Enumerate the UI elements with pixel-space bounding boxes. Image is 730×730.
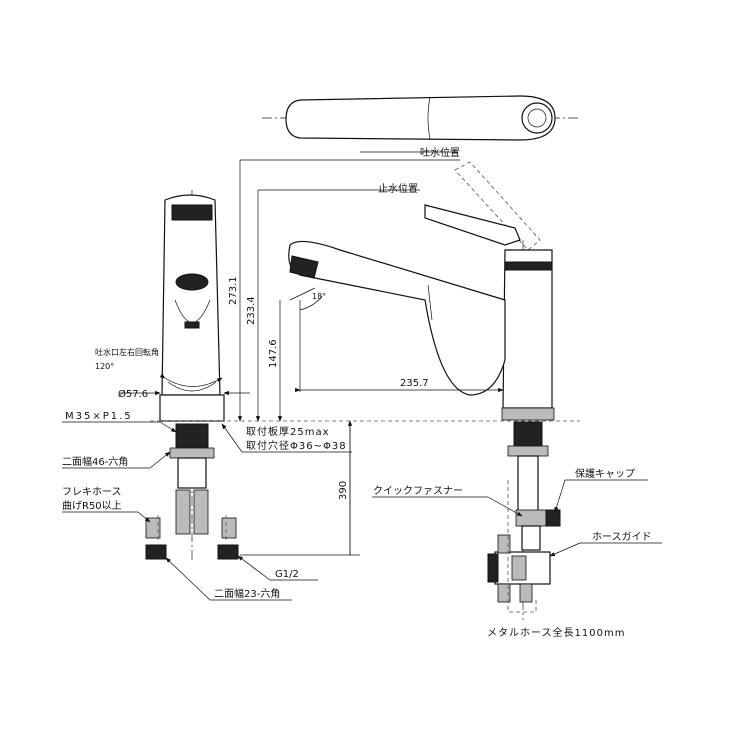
dim-273: 273.1 bbox=[228, 276, 239, 305]
dim-angle-18: 18° bbox=[312, 292, 326, 301]
label-spout-position: 吐水位置 bbox=[420, 146, 460, 159]
dimension-lines bbox=[150, 159, 580, 556]
label-protective-cap: 保護キャップ bbox=[575, 467, 635, 480]
label-metal-hose: メタルホース全長1100mm bbox=[487, 626, 625, 639]
label-flex-hose: フレキホース bbox=[62, 486, 122, 498]
dim-390: 390 bbox=[338, 481, 349, 500]
label-plate-thickness: 取付板厚25max bbox=[246, 425, 330, 438]
label-hose-guide: ホースガイド bbox=[592, 531, 652, 543]
dim-233: 233.4 bbox=[246, 296, 257, 325]
annotations: 吐水位置 止水位置 吐水口左右回転角 120° Ø57.6 M35×P1.5 取… bbox=[62, 146, 652, 639]
label-quick-fastener: クイックファスナー bbox=[373, 485, 463, 497]
dim-235: 235.7 bbox=[400, 378, 429, 389]
label-diameter: Ø57.6 bbox=[118, 388, 148, 400]
label-hex23: 二面幅23-六角 bbox=[214, 587, 280, 600]
label-hex46: 二面幅46-六角 bbox=[62, 455, 128, 468]
label-rotation-angle: 120° bbox=[95, 362, 114, 371]
label-thread: M35×P1.5 bbox=[65, 411, 133, 422]
label-hole-diameter: 取付穴径Φ36~Φ38 bbox=[246, 439, 347, 452]
leader-lines bbox=[62, 151, 662, 601]
side-view bbox=[288, 161, 561, 620]
label-g-thread: G1/2 bbox=[275, 569, 299, 580]
top-view bbox=[262, 95, 578, 141]
label-bend-radius: 曲げR50以上 bbox=[62, 500, 122, 512]
front-view bbox=[120, 190, 250, 560]
dim-147: 147.6 bbox=[268, 339, 279, 368]
label-spout-rotation: 吐水口左右回転角 bbox=[95, 347, 159, 357]
label-stop-position: 止水位置 bbox=[378, 182, 418, 195]
